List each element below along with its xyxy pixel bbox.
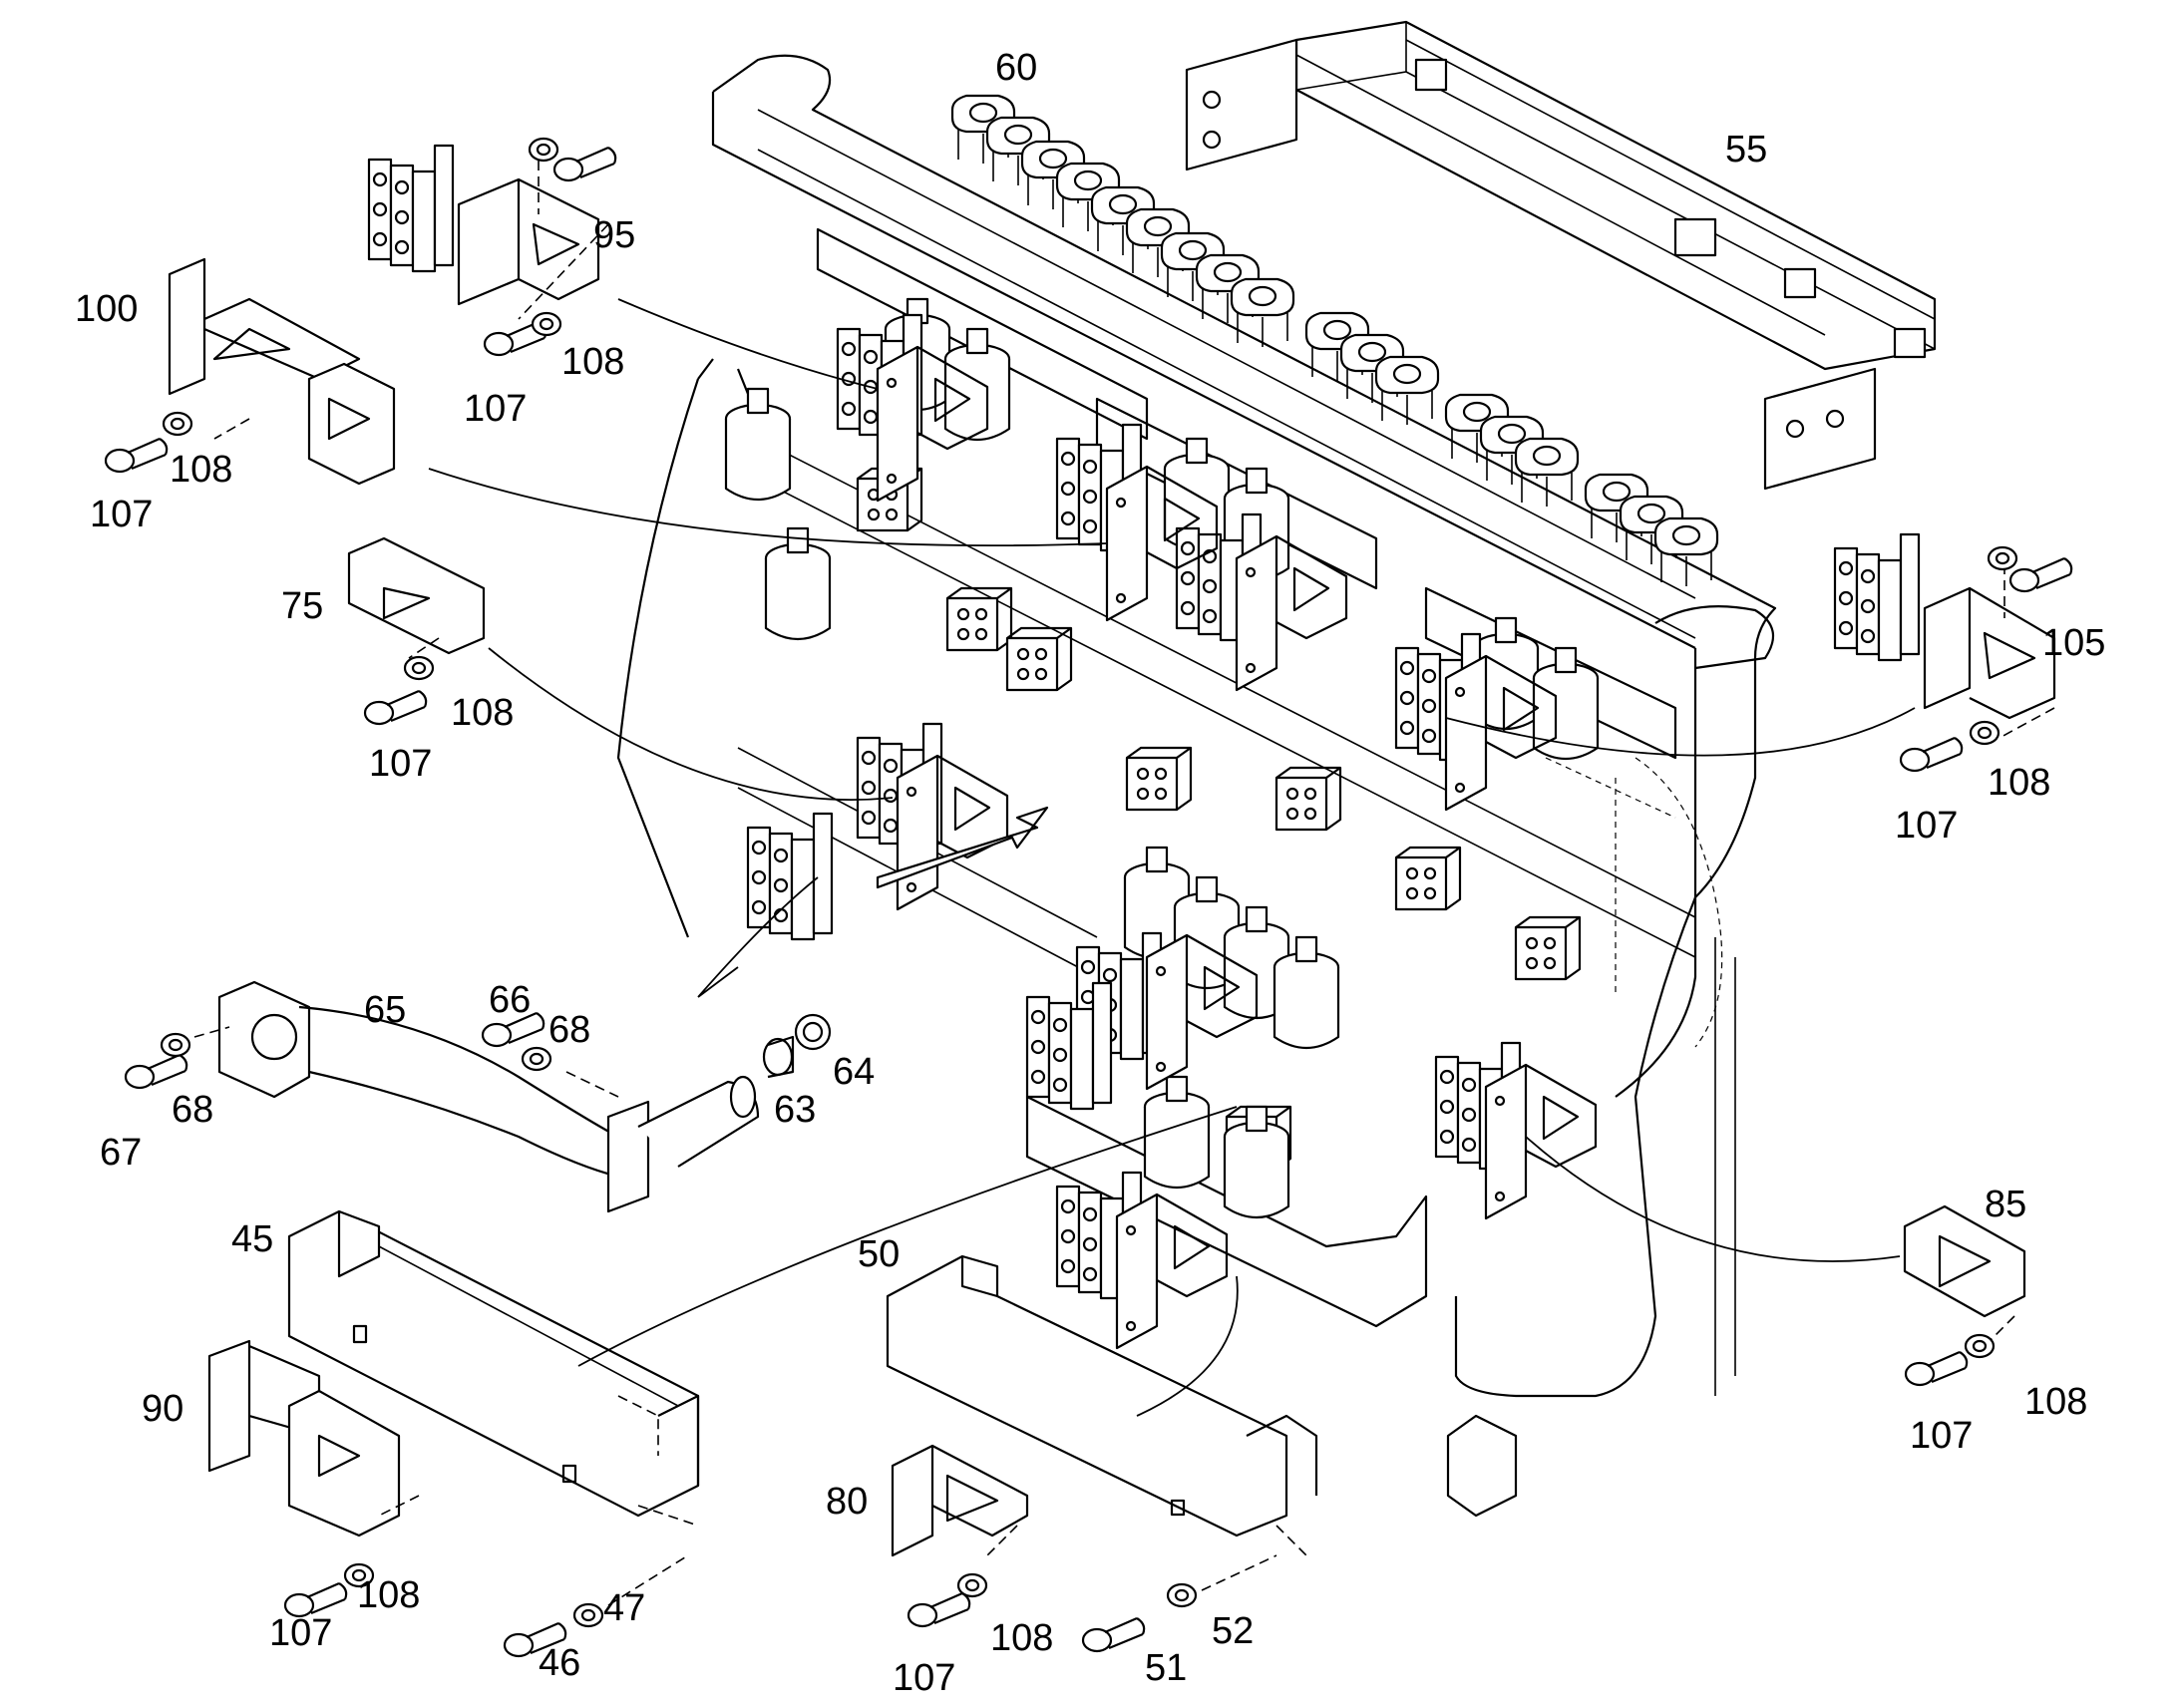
callout-107-105: 107 [1895, 805, 1958, 847]
callout-51: 51 [1145, 1647, 1187, 1689]
part-63-part-64-part-66 [481, 876, 832, 1098]
callout-107-75: 107 [369, 743, 432, 785]
part-100-bracket [104, 257, 1108, 547]
callout-107-90: 107 [269, 1612, 332, 1654]
part-80-bracket [891, 1444, 1277, 1653]
callout-labels: 60 55 95 108 107 100 108 107 75 108 107 … [75, 47, 2105, 1699]
callout-108-95: 108 [561, 341, 624, 383]
callout-107-85: 107 [1910, 1415, 1973, 1457]
callout-108-90: 108 [357, 1574, 420, 1616]
callout-66: 66 [489, 979, 531, 1021]
part-95-assembly [367, 137, 879, 390]
part-85-bracket [1525, 1136, 2026, 1387]
callout-50: 50 [858, 1233, 900, 1275]
callout-100: 100 [75, 288, 138, 330]
callout-52: 52 [1212, 1610, 1254, 1652]
callout-107-100: 107 [90, 494, 153, 535]
callout-55: 55 [1725, 129, 1767, 171]
callout-108-85: 108 [2024, 1381, 2087, 1423]
callout-108-80: 108 [990, 1617, 1053, 1659]
callout-108-100: 108 [170, 449, 232, 491]
callout-75: 75 [281, 585, 323, 627]
callout-46: 46 [539, 1642, 580, 1684]
callout-80: 80 [826, 1481, 868, 1523]
callout-108-105: 108 [1988, 762, 2050, 804]
callout-45: 45 [231, 1218, 273, 1260]
part-45-crossbeam [287, 1106, 1238, 1658]
part-105-assembly [1445, 532, 2073, 773]
assembly-arrow [876, 806, 1049, 889]
callout-105: 105 [2042, 622, 2105, 664]
callout-107-95: 107 [464, 388, 527, 430]
callout-108-75: 108 [451, 692, 514, 734]
callout-85: 85 [1985, 1184, 2026, 1225]
callout-68-top: 68 [548, 1009, 590, 1051]
part-90-bracket [207, 1339, 420, 1618]
callout-47: 47 [603, 1587, 645, 1629]
callout-90: 90 [142, 1388, 183, 1430]
part-55-beam [1185, 20, 1937, 491]
main-frame [616, 54, 1777, 1518]
callout-95: 95 [593, 214, 635, 256]
callout-107-80: 107 [893, 1657, 955, 1699]
part-65-tube [124, 980, 760, 1213]
callout-67: 67 [100, 1132, 142, 1174]
callout-60: 60 [995, 47, 1037, 89]
part-50-crossbeam [886, 1254, 1318, 1556]
callout-68-left: 68 [172, 1089, 213, 1131]
callout-63: 63 [774, 1089, 816, 1131]
callout-64: 64 [833, 1051, 875, 1093]
part-75-bracket [347, 536, 894, 801]
callout-65: 65 [364, 989, 406, 1031]
